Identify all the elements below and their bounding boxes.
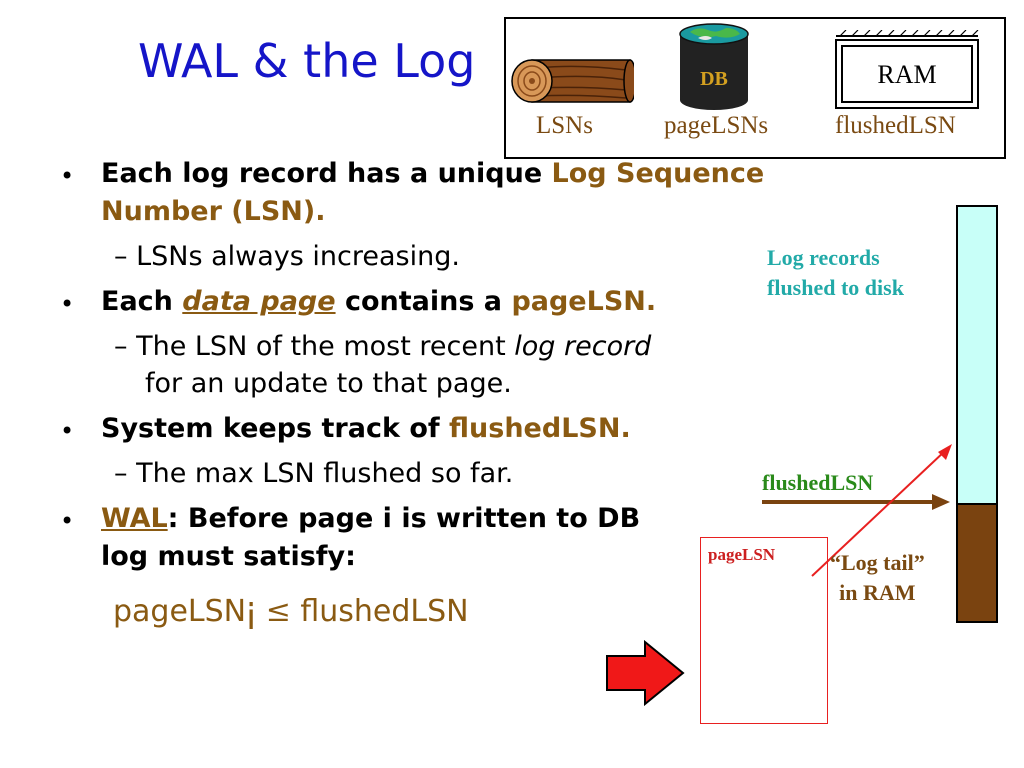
bullet-1: Each log record has a unique Log Sequenc… [101,158,764,189]
bullet-2: Each data page contains a pageLSN. [101,286,656,317]
dash: – [114,331,128,362]
bullet-dot: • [60,162,75,190]
bullet-dot: • [60,507,75,535]
bullet-2-mid: contains a [335,286,512,317]
bullet-2-sub-text: The LSN of the most recent [136,331,515,362]
formula-subscript: i [246,597,257,638]
bullet-2-accent: pageLSN. [511,286,657,317]
legend-box [504,17,1006,159]
bullet-1-accent: Log Sequence [551,158,765,189]
bullet-1-sub-text: LSNs always increasing. [136,241,460,272]
database-icon [679,23,749,110]
slide-title: WAL & the Log [138,34,476,88]
flushedlsn-label: flushedLSN [762,470,874,495]
red-block-arrow-icon [606,640,685,706]
wal-formula: pageLSNi ≤ flushedLSN [113,589,469,638]
log-tail-line1: “Log tail” [830,550,925,575]
bullet-2-sub: – The LSN of the most recent log record [114,331,651,362]
flushedlsn-caption: flushedLSN [835,112,956,139]
flushedlsn-arrow [762,494,950,510]
formula-op: ≤ [265,594,291,629]
disk-label: Log records flushed to disk [767,243,904,303]
ram-label: RAM [877,60,937,89]
log-disk-segment [956,205,998,503]
bullet-4-line2: log must satisfy: [101,541,356,572]
log-tail-segment [956,503,998,623]
bullet-dot: • [60,417,75,445]
lsns-caption: LSNs [536,112,593,139]
bullet-1-sub: – LSNs always increasing. [114,241,460,272]
log-icon [511,59,634,103]
bullet-2-italic: data page [182,286,336,317]
bullet-2-sub-italic: log record [514,331,652,362]
bullet-dot: • [60,290,75,318]
log-tail-line2: in RAM [839,580,916,605]
bullet-1-line2: Number (LSN). [101,196,326,227]
bullet-1-text: Each log record has a unique [101,158,552,189]
formula-rhs: flushedLSN [300,594,469,629]
pagelsn-pointer-arrow [811,444,952,577]
dash: – [114,241,128,272]
bullet-2-text: Each [101,286,183,317]
disk-label-line2: flushed to disk [767,275,904,300]
bullet-3-accent: flushedLSN. [449,413,631,444]
bullet-3-sub: – The max LSN flushed so far. [114,458,513,489]
ram-icon [835,30,979,109]
pagelsn-label: pageLSN [708,545,776,564]
log-tail-label: “Log tail” in RAM [830,548,925,608]
formula-lhs: pageLSN [113,594,247,629]
bullet-2-sub-line2: for an update to that page. [145,368,512,399]
bullet-3-text: System keeps track of [101,413,450,444]
data-page-box [700,537,828,724]
bullet-3-sub-text: The max LSN flushed so far. [136,458,514,489]
bullet-4-text: : Before page i is written to DB [167,503,641,534]
dash: – [114,458,128,489]
pagelsns-caption: pageLSNs [664,112,769,139]
db-label: DB [700,68,728,90]
wal-link: WAL [101,503,168,534]
bullet-4: WAL: Before page i is written to DB [101,503,640,534]
disk-label-line1: Log records [767,245,880,270]
bullet-3: System keeps track of flushedLSN. [101,413,631,444]
